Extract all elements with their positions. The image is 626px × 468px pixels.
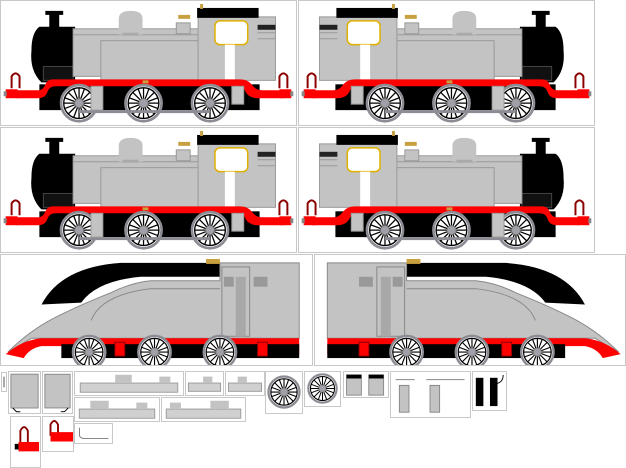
part-boiler-top-1 <box>74 371 184 396</box>
part-driving-wheel-2 <box>304 371 341 407</box>
tank-engine-drawing <box>1 128 296 252</box>
part-cab-side-left <box>8 371 41 414</box>
part-couplings <box>472 371 507 411</box>
part-cab-side-right <box>42 371 73 414</box>
streamlined-engine-sprite-left <box>0 254 313 366</box>
tank-engine-sprite-right-1 <box>298 0 595 126</box>
part-buffer-beam-2 <box>42 416 74 452</box>
tank-engine-sprite-left-1 <box>0 0 297 126</box>
part-handrail <box>74 423 113 444</box>
tank-engine-drawing <box>1 1 296 125</box>
part-boiler-top-3 <box>225 371 265 396</box>
part-strip <box>1 372 7 392</box>
part-boiler-top-2 <box>185 371 224 396</box>
tank-engine-sprite-left-2 <box>0 127 297 253</box>
tank-engine-sprite-right-2 <box>298 127 595 253</box>
part-cylinders <box>390 371 471 418</box>
part-boiler-top-4 <box>74 397 160 422</box>
streamlined-engine-sprite-right <box>314 254 626 366</box>
streamlined-engine-drawing <box>1 255 312 365</box>
part-driving-wheel-1 <box>265 371 303 414</box>
part-cab-window-frames <box>343 371 389 398</box>
part-boiler-top-5 <box>161 397 246 422</box>
streamlined-engine-drawing-mirrored <box>315 255 625 365</box>
tank-engine-drawing-mirrored <box>299 128 594 252</box>
part-buffer-beam-1 <box>10 416 41 468</box>
tank-engine-drawing-mirrored <box>299 1 594 125</box>
